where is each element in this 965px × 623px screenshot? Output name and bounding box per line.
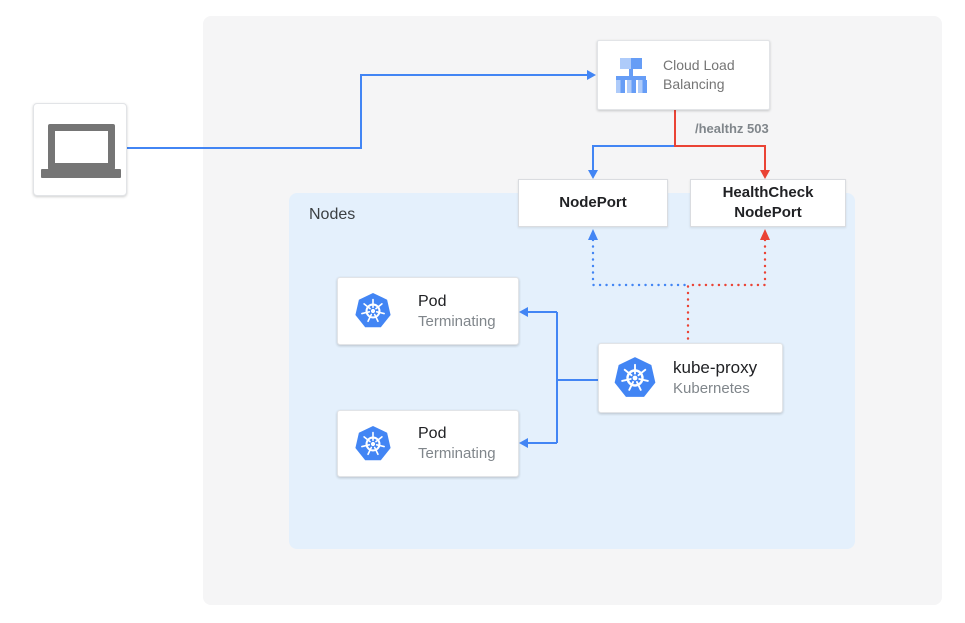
- pod-1-title: Pod: [418, 292, 447, 310]
- pod-node-1: Pod Terminating: [337, 277, 519, 345]
- clb-label-line2: Balancing: [663, 76, 725, 92]
- healthcheck-nodeport-node: HealthCheck NodePort: [690, 179, 846, 227]
- kubernetes-icon: [355, 292, 391, 328]
- pod-1-status: Terminating: [418, 312, 496, 330]
- healthz-status-label: /healthz 503: [695, 121, 769, 136]
- kube-proxy-subtitle: Kubernetes: [673, 380, 750, 397]
- kubernetes-icon: [355, 425, 391, 460]
- pod-2-title: Pod: [418, 425, 447, 442]
- load-balancer-icon: [616, 58, 647, 93]
- laptop-base-shape: [41, 169, 121, 178]
- pod-node-2: Pod Terminating: [337, 410, 519, 477]
- healthcheck-label-line1: HealthCheck: [722, 184, 814, 201]
- kube-proxy-node: kube-proxy Kubernetes: [598, 343, 783, 413]
- pod-2-status: Terminating: [418, 445, 496, 462]
- nodeport-node: NodePort: [518, 179, 668, 227]
- pod-1-labels: Pod Terminating: [418, 291, 496, 332]
- laptop-icon: [34, 104, 126, 195]
- nodeport-label: NodePort: [559, 194, 627, 211]
- cloud-load-balancing-node: Cloud Load Balancing: [597, 40, 770, 110]
- client-device-node: [33, 103, 127, 196]
- clb-label: Cloud Load Balancing: [663, 56, 735, 94]
- kubernetes-icon: [614, 357, 656, 397]
- laptop-screen-shape: [48, 124, 115, 170]
- pod-2-labels: Pod Terminating: [418, 423, 496, 464]
- kube-proxy-title: kube-proxy: [673, 358, 758, 377]
- healthcheck-label-line2: NodePort: [734, 204, 802, 221]
- nodes-label: Nodes: [309, 206, 356, 223]
- clb-label-line1: Cloud Load: [663, 57, 735, 73]
- kube-proxy-labels: kube-proxy Kubernetes: [673, 357, 757, 399]
